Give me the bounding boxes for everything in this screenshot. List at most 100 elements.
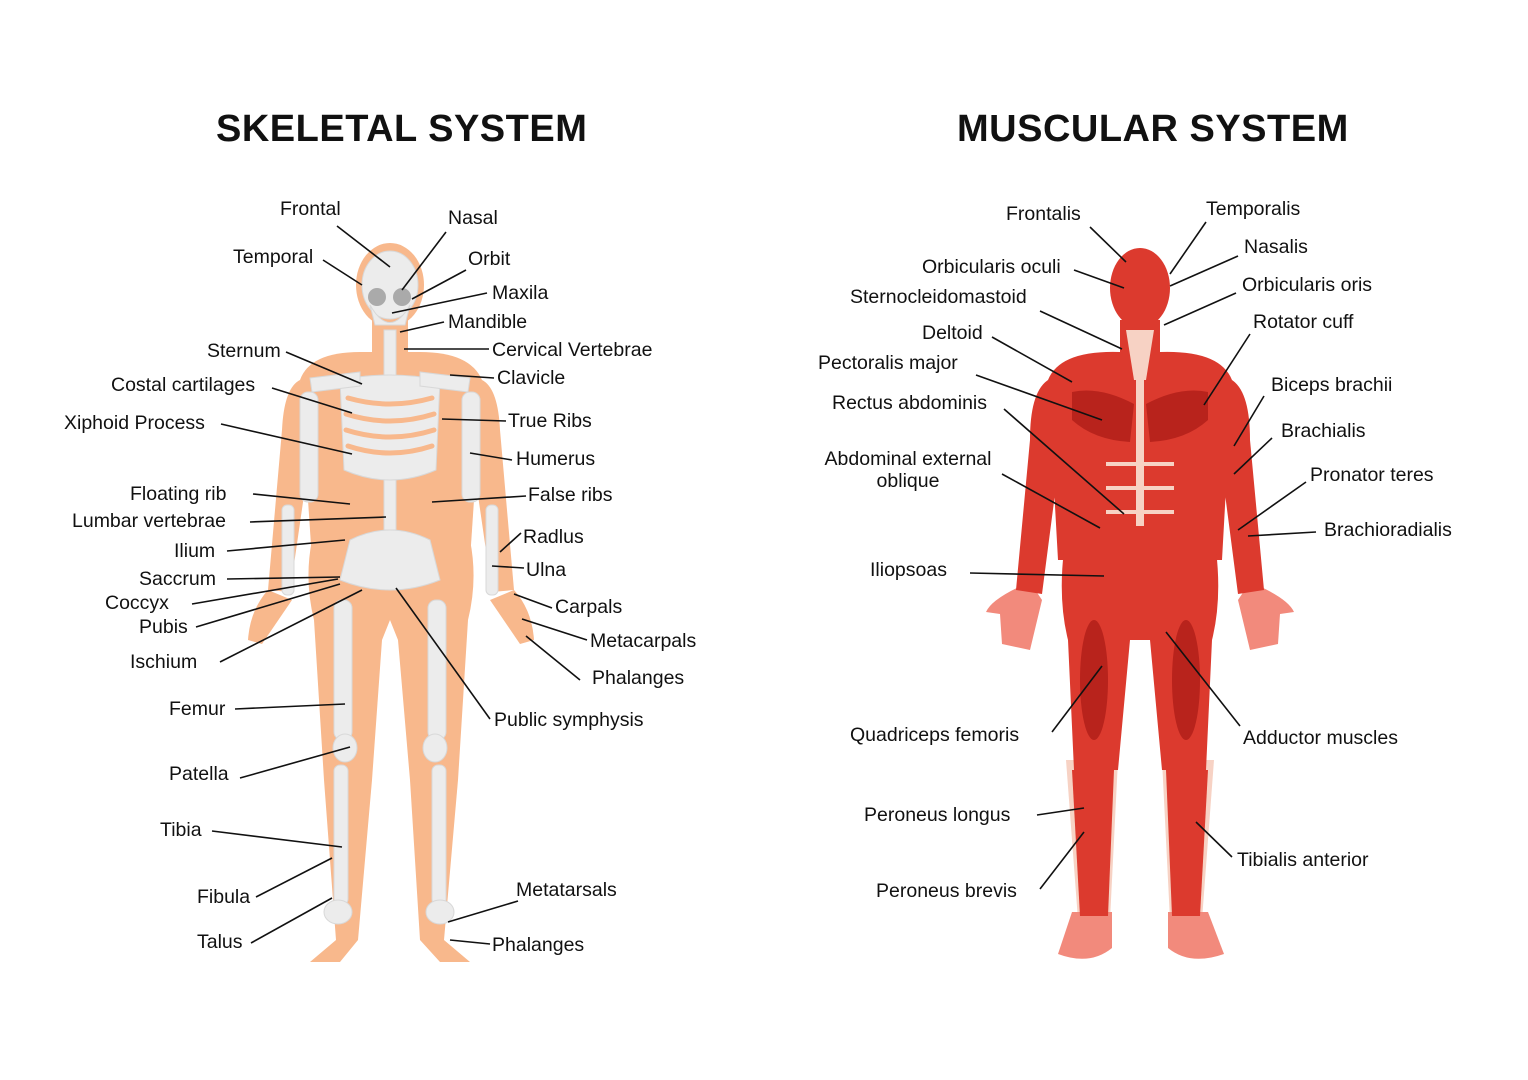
leader-symphysis [395, 587, 491, 720]
label-talus: Talus [197, 931, 243, 953]
leader-sternum [285, 351, 363, 385]
leader-ulna [491, 565, 525, 569]
leader-peroneus-brevis [1039, 831, 1085, 890]
leader-clavicle [449, 374, 495, 379]
leader-lines [191, 221, 1317, 945]
label-adductor-muscles: Adductor muscles [1243, 727, 1398, 749]
leader-mandible [399, 321, 445, 333]
leader-xiphoid [220, 423, 353, 455]
label-lumbar-vertebrae: Lumbar vertebrae [72, 510, 226, 532]
label-peroneus-brevis: Peroneus brevis [876, 880, 1017, 902]
label-tibia: Tibia [160, 819, 202, 841]
label-humerus: Humerus [516, 448, 596, 470]
leader-deltoid [991, 336, 1073, 383]
label-true-ribs: True Ribs [508, 410, 592, 432]
leader-scm [1039, 310, 1123, 350]
label-sternum: Sternum [207, 340, 281, 362]
leader-false-ribs [431, 495, 527, 503]
label-clavicle: Clavicle [497, 367, 566, 389]
label-frontal: Frontal [280, 198, 341, 220]
leader-orbit [411, 269, 467, 300]
label-floating-rib: Floating rib [130, 483, 227, 505]
label-nasalis: Nasalis [1244, 236, 1308, 258]
label-mandible: Mandible [448, 311, 528, 333]
label-femur: Femur [169, 698, 226, 720]
label-carpals: Carpals [555, 596, 623, 618]
label-coccyx: Coccyx [105, 592, 169, 614]
label-costal-cartilages: Costal cartilages [111, 374, 256, 396]
label-pectoralis-major: Pectoralis major [818, 352, 958, 374]
leader-phalanges-foot [449, 939, 491, 945]
label-radius: Radlus [523, 526, 584, 548]
leader-orb-oculi [1073, 269, 1125, 289]
leader-fibula [255, 857, 333, 898]
label-rotator-cuff: Rotator cuff [1253, 311, 1354, 333]
leader-patella [239, 746, 351, 779]
label-fibula: Fibula [197, 886, 251, 908]
leader-radius [499, 532, 522, 553]
leader-tibia [211, 830, 343, 848]
label-orbit: Orbit [468, 248, 511, 270]
label-sternocleidomastoid: Sternocleidomastoid [850, 286, 1027, 308]
leader-nasalis [1169, 255, 1239, 287]
label-brachioradialis: Brachioradialis [1324, 519, 1452, 541]
muscular-figure [986, 248, 1294, 959]
label-phalanges-hand: Phalanges [592, 667, 685, 689]
leader-peroneus-longus [1036, 807, 1085, 816]
leader-temporalis [1169, 221, 1207, 275]
leader-frontalis [1089, 226, 1127, 263]
label-xiphoid-process: Xiphoid Process [64, 412, 205, 434]
leader-femur [234, 703, 346, 710]
label-phalanges-foot: Phalanges [492, 934, 585, 956]
leader-temporal [322, 259, 363, 286]
leader-orb-oris [1163, 292, 1237, 326]
label-saccrum: Saccrum [139, 568, 216, 590]
label-peroneus-longus: Peroneus longus [864, 804, 1011, 826]
leader-maxila [391, 292, 488, 314]
leader-true-ribs [441, 418, 507, 422]
label-ilium: Ilium [174, 540, 216, 562]
label-maxila: Maxila [492, 282, 549, 304]
label-metatarsals: Metatarsals [516, 879, 617, 901]
skull-orbits [368, 288, 411, 306]
leader-nasal [401, 231, 447, 291]
label-nasal: Nasal [448, 207, 498, 229]
leader-costal [271, 387, 353, 414]
leader-tibialis [1195, 821, 1233, 858]
label-temporal: Temporal [233, 246, 314, 268]
leader-metatarsals [447, 900, 519, 923]
label-false-ribs: False ribs [528, 484, 613, 506]
muscular-system-title: MUSCULAR SYSTEM [957, 108, 1349, 150]
label-pronator-teres: Pronator teres [1310, 464, 1434, 486]
leader-floating-rib [252, 493, 351, 505]
leader-biceps [1233, 395, 1265, 447]
muscle-shading [1072, 390, 1208, 740]
leader-saccrum [226, 576, 341, 580]
leader-adductor [1165, 631, 1241, 727]
leader-rotator [1203, 333, 1251, 406]
leader-rectus [1003, 408, 1125, 515]
label-cervical-vertebrae: Cervical Vertebrae [492, 339, 653, 361]
label-pubis: Pubis [139, 616, 188, 638]
leader-carpals [513, 593, 553, 609]
label-biceps-brachii: Biceps brachii [1271, 374, 1393, 396]
label-patella: Patella [169, 763, 229, 785]
leader-talus [250, 897, 333, 944]
label-metacarpals: Metacarpals [590, 630, 697, 652]
label-temporalis: Temporalis [1206, 198, 1301, 220]
leader-pronator [1237, 481, 1307, 531]
leader-ilium [226, 539, 346, 552]
skeletal-system-title: SKELETAL SYSTEM [216, 108, 588, 150]
leader-pubis [195, 583, 341, 628]
rib-gaps [343, 395, 437, 456]
leader-pectoralis [975, 374, 1103, 421]
label-public-symphysis: Public symphysis [494, 709, 644, 731]
leader-iliopsoas [969, 572, 1105, 577]
label-frontalis: Frontalis [1006, 203, 1081, 225]
leader-oblique [1001, 473, 1101, 529]
leader-metacarpals [521, 618, 588, 641]
hands-feet [986, 582, 1294, 959]
label-orbicularis-oris: Orbicularis oris [1242, 274, 1373, 296]
leader-lumbar [249, 516, 387, 523]
